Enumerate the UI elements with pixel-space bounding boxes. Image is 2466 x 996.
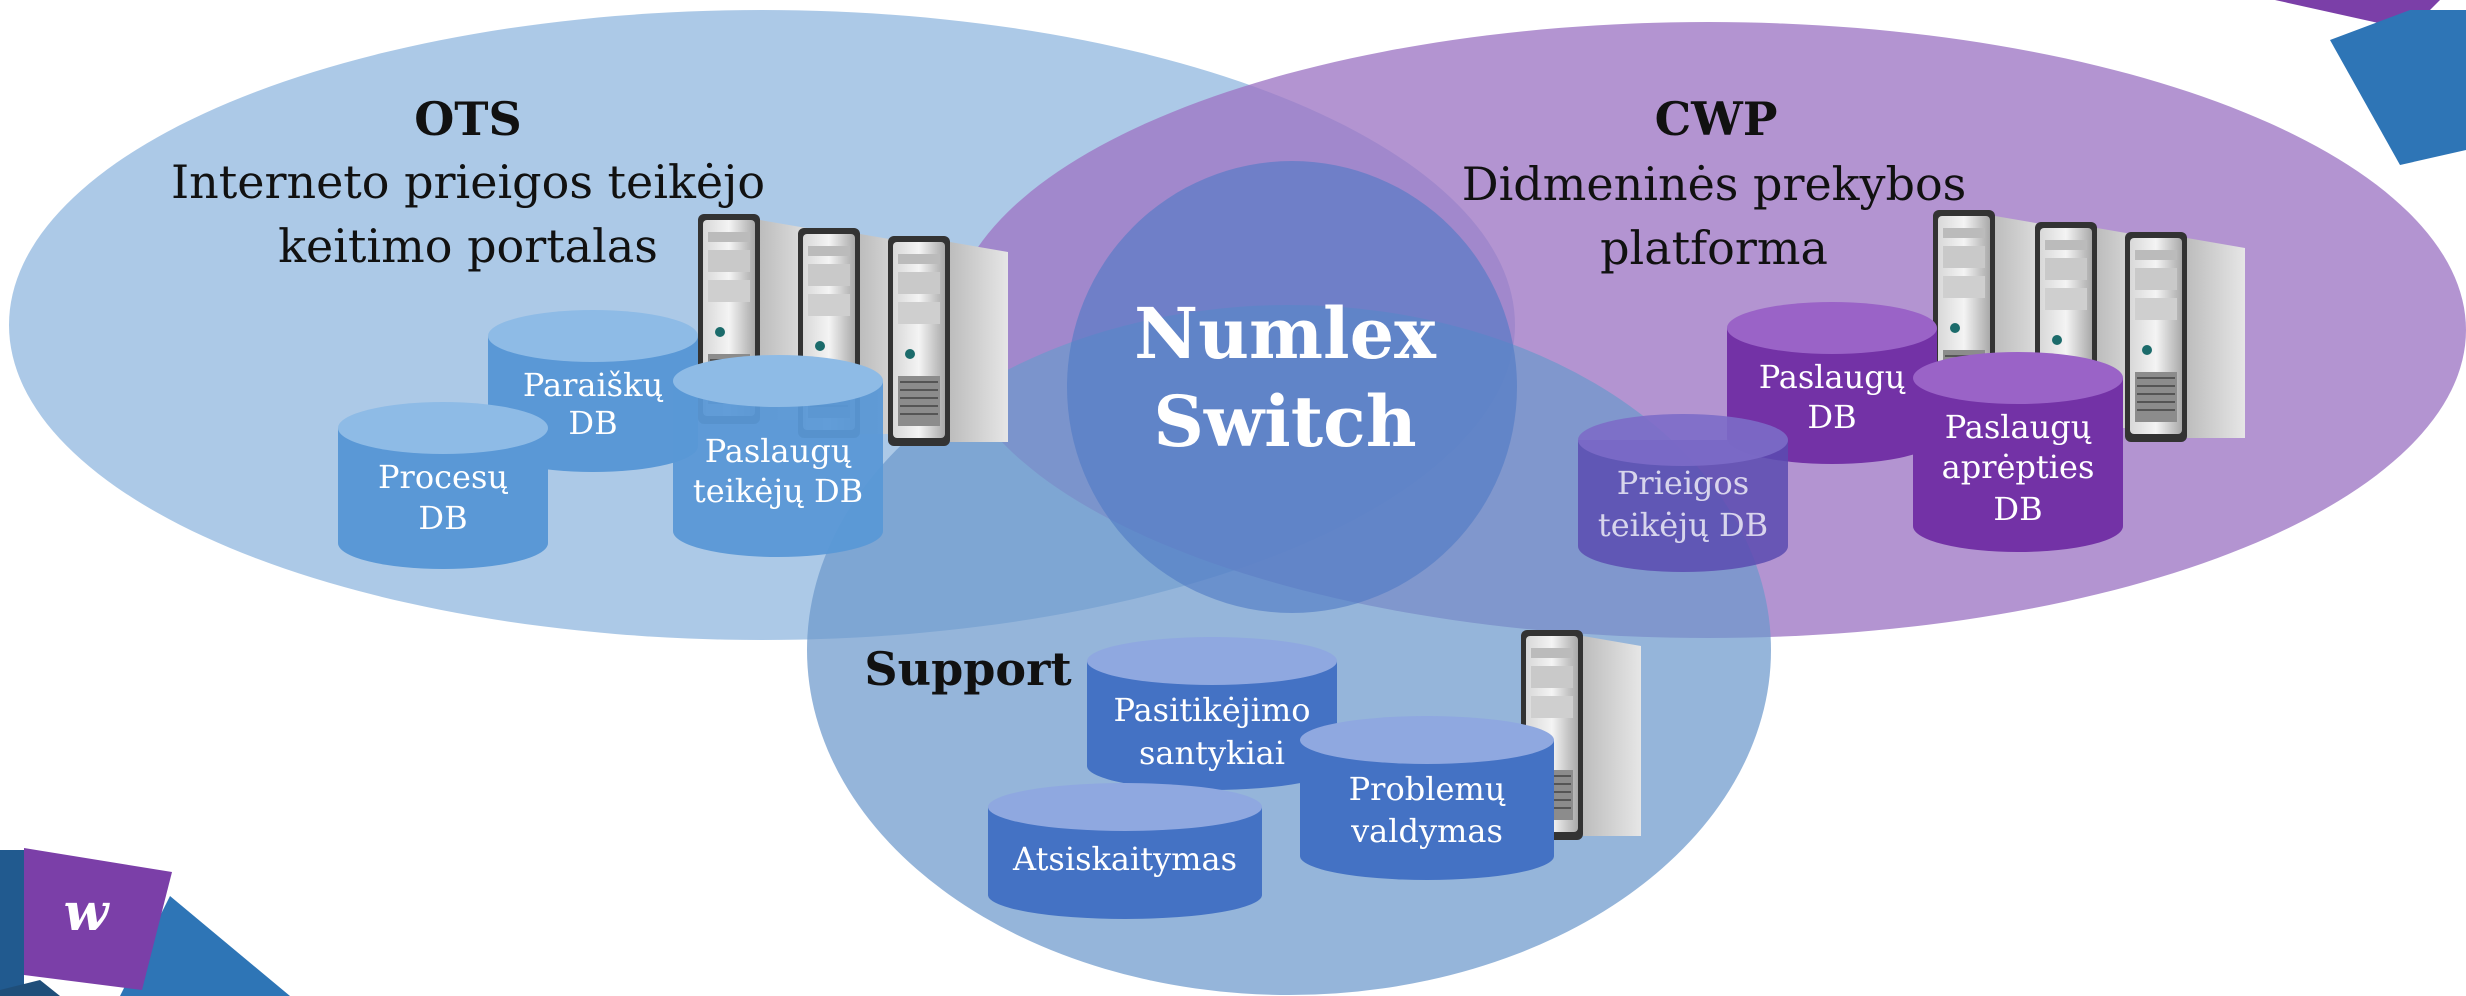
corner-decoration-bottom xyxy=(0,848,290,996)
db-procesu xyxy=(338,402,548,569)
w-logo-icon: w xyxy=(64,882,111,943)
center-title-line2: Switch xyxy=(1153,380,1416,463)
db-paslaugu-cwp-label-2: DB xyxy=(1807,398,1856,436)
db-paslaugu-aprepties xyxy=(1913,352,2123,552)
db-problemu-label-1: Problemų xyxy=(1349,770,1506,808)
center-title-line1: Numlex xyxy=(1134,292,1437,375)
cwp-title: CWP xyxy=(1655,92,1778,146)
db-aprepties-label-1: Paslaugų xyxy=(1945,408,2092,446)
corner-decoration-top xyxy=(2275,0,2466,165)
db-paraisku-label-2: DB xyxy=(568,404,617,442)
db-prieigos-label-1: Prieigos xyxy=(1617,464,1749,502)
db-atsiskaitymas xyxy=(988,783,1262,919)
db-procesu-label-2: DB xyxy=(418,499,467,537)
db-prieigos-teikeju xyxy=(1578,414,1788,572)
db-pasitikejimo-label-2: santykiai xyxy=(1139,734,1285,772)
db-paslaugu-teikeju-label-2: teikėjų DB xyxy=(693,472,863,510)
center-ellipse xyxy=(1067,161,1517,613)
db-aprepties-label-2: aprėpties xyxy=(1942,448,2095,486)
db-procesu-label-1: Procesų xyxy=(378,458,508,496)
ots-title: OTS xyxy=(414,92,522,146)
db-paslaugu-cwp-label-1: Paslaugų xyxy=(1759,358,1906,396)
db-paslaugu-teikeju-label-1: Paslaugų xyxy=(705,432,852,470)
db-paslaugu-teikeju-ots xyxy=(673,355,883,557)
db-aprepties-label-3: DB xyxy=(1993,490,2042,528)
support-title: Support xyxy=(864,642,1072,696)
db-problemu xyxy=(1300,716,1554,880)
db-pasitikejimo xyxy=(1087,637,1337,790)
db-atsiskaitymas-label: Atsiskaitymas xyxy=(1012,840,1237,878)
cwp-subtitle-line2: platforma xyxy=(1600,221,1828,275)
db-paraisku-label-1: Paraiškų xyxy=(523,366,664,404)
ots-subtitle-line1: Interneto prieigos teikėjo xyxy=(171,155,765,209)
db-prieigos-label-2: teikėjų DB xyxy=(1598,506,1768,544)
cwp-server-icon xyxy=(2124,231,2246,443)
ots-server-icon xyxy=(887,235,1009,447)
ots-subtitle-line2: keitimo portalas xyxy=(278,219,658,273)
db-problemu-label-2: valdymas xyxy=(1350,812,1503,850)
db-pasitikejimo-label-1: Pasitikėjimo xyxy=(1113,691,1310,729)
cwp-subtitle-line1: Didmeninės prekybos xyxy=(1462,157,1967,211)
